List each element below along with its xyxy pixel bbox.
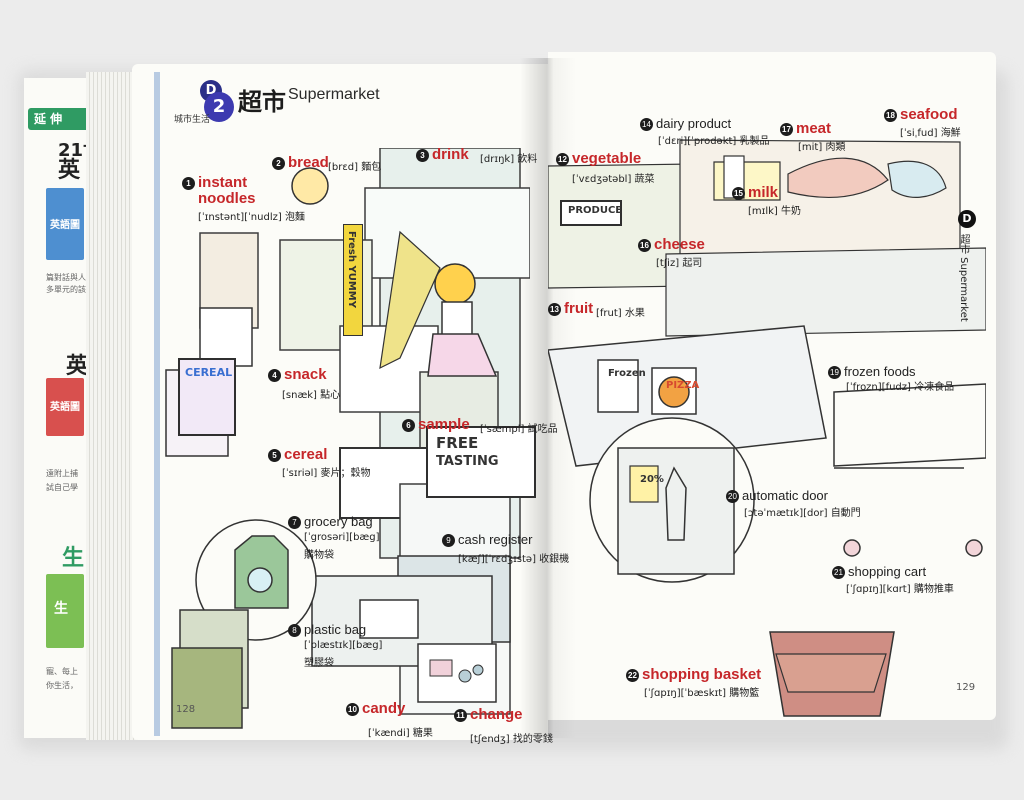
produce-sign: PRODUCE [560, 200, 622, 226]
item-snack-translation: [snæk] 點心 [282, 390, 341, 401]
fresh-yummy-text: Fresh YUMMY [346, 231, 357, 308]
item-grocery-bag-ipa: [ˈgrosəri][bæg] [304, 532, 380, 543]
right-page-number: 129 [956, 682, 976, 693]
free-tasting-line-1: FREE [436, 434, 479, 452]
text-block-2-line-2: 試自己學 [46, 483, 78, 492]
pizza-sign-text: PIZZA [666, 380, 700, 391]
item-instant-noodles-translation: [ˈɪnstənt][ˈnudlz] 泡麵 [198, 212, 305, 223]
text-block-2-line-1: 遠附上捕 [46, 469, 78, 478]
cereal-box-text: CEREAL [185, 366, 233, 379]
page-title-en: Supermarket [288, 86, 380, 103]
extension-chip: 延 伸 [28, 108, 90, 130]
cover-a-image: 英語圖 [46, 188, 84, 260]
cover-c-title: 生 [62, 546, 85, 571]
item-drink-translation: [drɪŋk] 飲料 [480, 154, 538, 165]
side-tab-letter: D [958, 210, 976, 228]
fresh-yummy-banner: Fresh YUMMY [343, 224, 363, 336]
item-seafood-translation: [ˈsiˌfud] 海鮮 [900, 128, 961, 139]
item-frozen-foods-translation: [ˈfrozn][fudz] 冷凍食品 [846, 382, 955, 393]
item-candy-translation: [ˈkændi] 糖果 [368, 728, 433, 739]
text-block-3-line-2: 你生活， [46, 681, 78, 690]
cover-c-small-title: 生 [54, 601, 68, 617]
item-plastic-bag-ipa: [ˈplæstɪk][bæg] [304, 640, 383, 651]
free-tasting-sign: FREE TASTING [426, 426, 536, 498]
side-tab-label: 超市 Supermarket [958, 234, 969, 322]
item-instant-noodles-line-2: noodles [198, 190, 256, 207]
cover-b-image: 英語圖 [46, 378, 84, 436]
frozen-sign-text: Frozen [608, 368, 646, 379]
item-cheese-translation: [tʃiz] 起司 [656, 258, 703, 269]
free-tasting-line-2: TASTING [436, 454, 499, 469]
text-block-3-line-1: 寵、每上 [46, 667, 78, 676]
item-dairy-product-translation: [ˈdɛri][ˈprodəkt] 乳製品 [658, 136, 770, 147]
item-fruit-translation: [frut] 水果 [596, 308, 645, 319]
page-title-zh: 超市 [238, 88, 286, 116]
item-shopping-cart-translation: [ˈʃɑpɪŋ][kɑrt] 購物推車 [846, 584, 954, 595]
produce-sign-text: PRODUCE [568, 205, 623, 216]
right-supermarket-scene [548, 139, 986, 717]
item-cash-register-translation: [kæʃ][ˈrɛdʒɪstə] 收銀機 [458, 554, 570, 565]
text-block-1-line-2: 多單元的該 [46, 285, 86, 294]
cover-a-small-title: 英語圖 [50, 220, 80, 231]
item-vegetable-translation: [ˈvɛdʒətəbl] 蔬菜 [572, 174, 655, 185]
item-shopping-basket-translation: [ˈʃɑpɪŋ][ˈbæskɪt] 購物籃 [644, 688, 760, 699]
cover-b-text: 英 [66, 354, 89, 379]
item-sample-translation: [ˈsæmpl] 試吃品 [480, 424, 558, 435]
cover-c-image: 生 [46, 574, 84, 648]
item-cereal-translation: [ˈsɪriəl] 麥片；穀物 [282, 468, 371, 479]
cover-a-text: 英 [58, 158, 81, 183]
cereal-box: CEREAL [178, 358, 236, 436]
page-stack [86, 72, 140, 740]
item-change-translation: [tʃendʒ] 找的零錢 [470, 734, 553, 745]
text-block-1-line-1: 篇對話與人 [46, 273, 86, 282]
item-plastic-bag-zh: 塑膠袋 [304, 658, 334, 669]
cover-b-small-title: 英語圖 [50, 402, 80, 413]
door-poster-text: 20% [640, 474, 664, 485]
item-automatic-door-translation: [ɔtəˈmætɪk][dor] 自動門 [744, 508, 861, 519]
item-grocery-bag-zh: 購物袋 [304, 550, 334, 561]
item-meat-translation: [mit] 肉類 [798, 142, 846, 153]
left-page-number: 128 [176, 704, 196, 715]
side-strip [154, 72, 160, 736]
section-label: 城市生活 [174, 115, 211, 125]
item-milk-translation: [mɪlk] 牛奶 [748, 206, 802, 217]
chapter-badge-number: 2 [204, 92, 234, 122]
item-bread-translation: [brɛd] 麵包 [328, 162, 382, 173]
